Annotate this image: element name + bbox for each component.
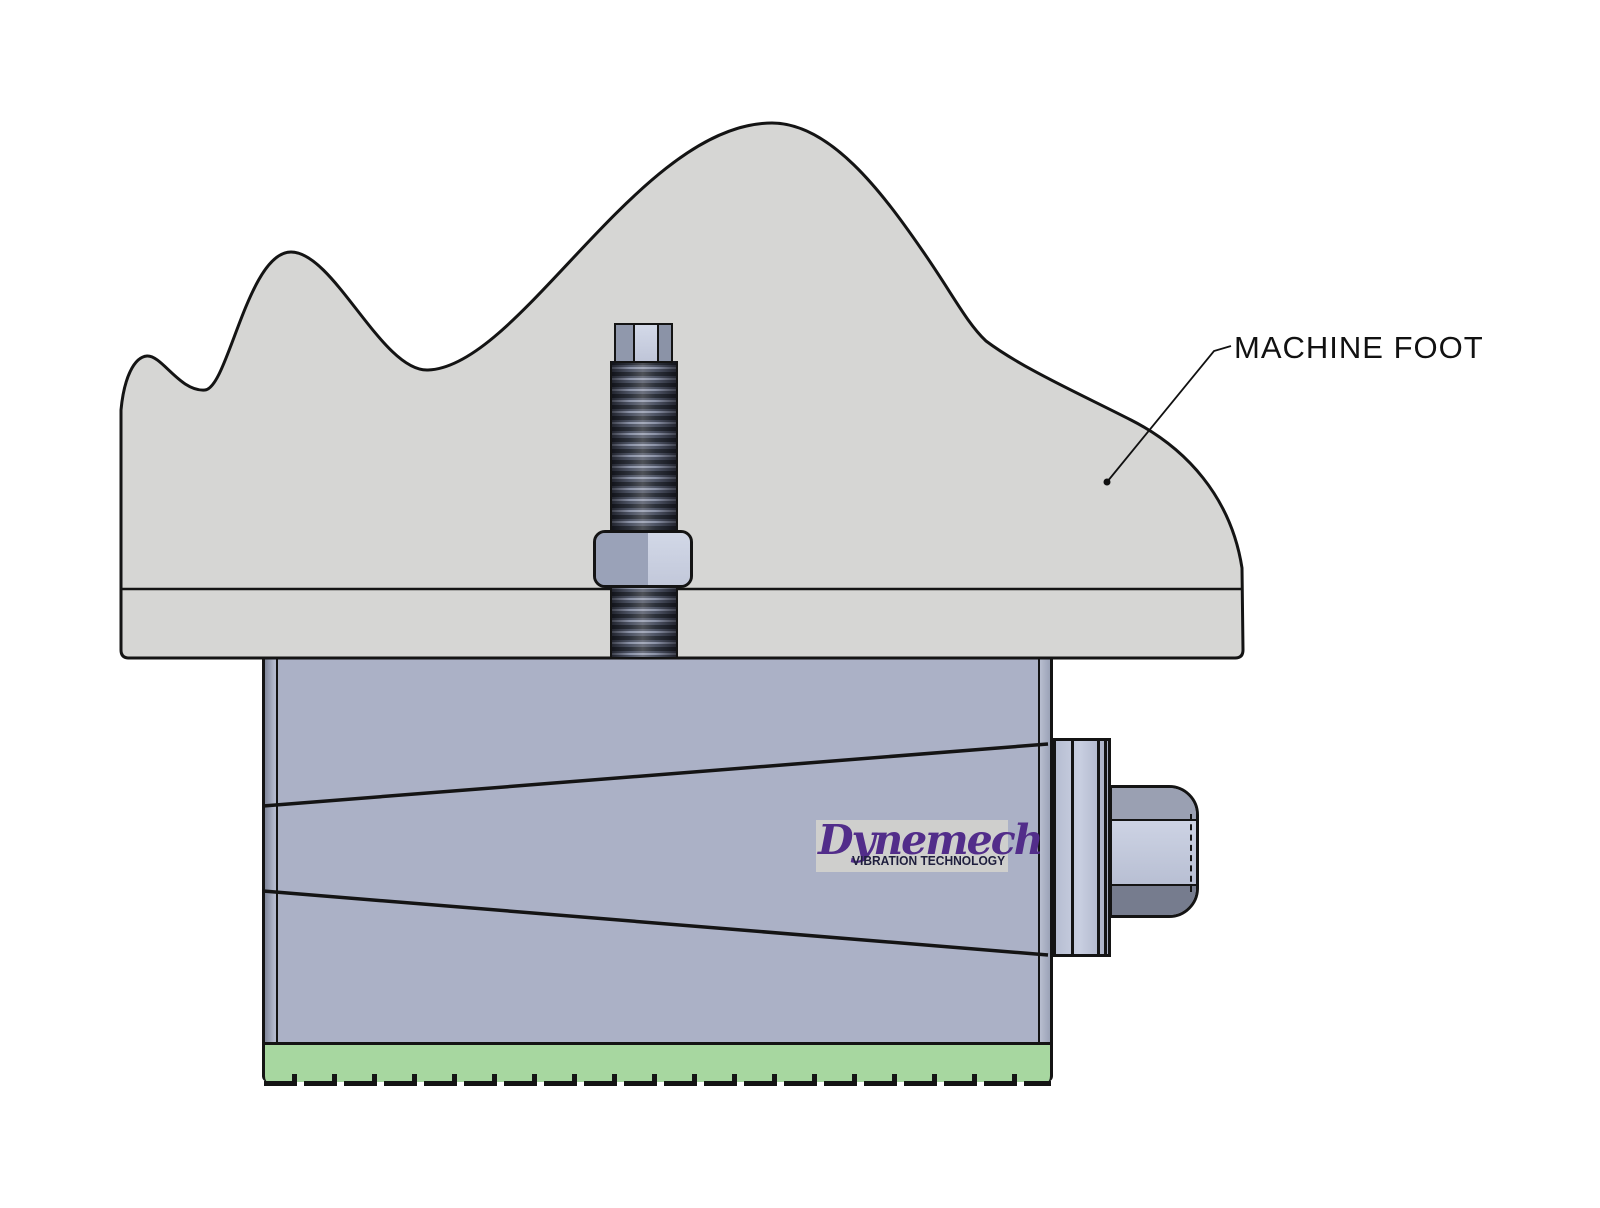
anchor-stud-hex-head [614, 323, 673, 363]
dynemech-logo: Dynemech VIBRATION TECHNOLOGY [816, 820, 1044, 872]
dynemech-logo-tagline-text: VIBRATION TECHNOLOGY [852, 854, 1006, 868]
anchor-stud-threaded [610, 361, 678, 657]
stud-head-middle-facet [635, 325, 661, 361]
stud-head-right-facet [657, 325, 671, 361]
nut-right-facet [648, 533, 690, 585]
wedge-line-bottom [262, 889, 1049, 957]
dynemech-logo-brand-text: Dynemech [818, 816, 1044, 864]
wedge-line-top [262, 742, 1049, 808]
machine-foot-label: MACHINE FOOT [1234, 330, 1484, 365]
anchor-hex-nut [593, 530, 693, 588]
stud-head-left-facet [616, 325, 635, 361]
hex-bolt-hidden-edge-line [1190, 814, 1192, 892]
hex-bolt-top-facet [1112, 788, 1196, 821]
adjustment-washer-stack [1053, 738, 1111, 957]
mount-right-side-plate [1038, 656, 1053, 1042]
hex-bolt-middle-facet [1112, 821, 1196, 884]
washer-divider-line [1097, 741, 1100, 954]
leader-dot [1103, 478, 1111, 486]
washer-divider-line [1104, 741, 1107, 954]
leader-line [1106, 345, 1232, 483]
washer-divider-line [1071, 741, 1074, 954]
mount-left-side-plate [262, 656, 278, 1042]
hex-bolt-bottom-facet [1112, 884, 1196, 915]
mount-base-ribbed-edge [264, 1074, 1051, 1086]
machine-foot-outline [119, 121, 1245, 660]
